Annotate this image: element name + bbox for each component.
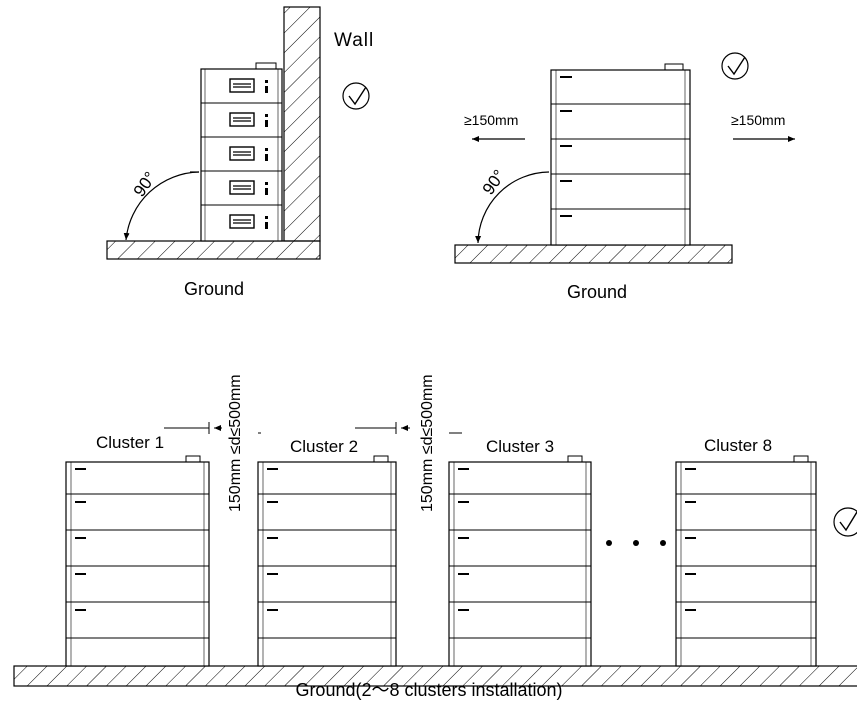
- panel-wall-mounted: Wall Ground: [106, 6, 374, 299]
- ground-label: Ground(2～8 clusters installation): [295, 680, 562, 700]
- ground-slab: [106, 240, 321, 260]
- panel-clusters: Ground(2～8 clusters installation) Cluste…: [13, 374, 857, 700]
- wall-label: Wall: [334, 30, 374, 51]
- battery-cluster: [675, 455, 817, 667]
- cluster-label: Cluster 8: [704, 436, 772, 455]
- cluster-label: Cluster 2: [290, 437, 358, 456]
- check-circle-icon: [833, 507, 857, 537]
- battery-cluster: [448, 455, 592, 667]
- check-circle-icon: [721, 52, 749, 80]
- panel-free-standing: Ground ≥150mm ≥150mm 90°: [454, 52, 795, 302]
- battery-cluster: [257, 455, 397, 667]
- ground-label: Ground: [184, 279, 244, 299]
- more-clusters-ellipsis: [606, 540, 666, 546]
- battery-stack: [550, 63, 691, 246]
- ground-label: Ground: [567, 282, 627, 302]
- gap-dimension: [164, 422, 261, 434]
- check-circle-icon: [342, 82, 370, 110]
- battery-cluster: [65, 455, 210, 667]
- cluster-label: Cluster 3: [486, 437, 554, 456]
- gap-dimension: [355, 422, 462, 434]
- cluster-label: Cluster 1: [96, 433, 164, 452]
- right-clearance-label: ≥150mm: [731, 112, 785, 128]
- angle-label: 90°: [130, 168, 160, 200]
- gap-label: 150mm ≤d≤500mm: [227, 374, 244, 512]
- battery-stack: [200, 62, 283, 242]
- angle-label: 90°: [479, 166, 509, 198]
- gap-label: 150mm ≤d≤500mm: [419, 374, 436, 512]
- wall: [283, 6, 321, 242]
- ground-slab: [13, 665, 857, 687]
- left-clearance-label: ≥150mm: [464, 112, 518, 128]
- angle-arc: [475, 171, 550, 244]
- ground-slab: [454, 244, 733, 264]
- angle-arc: [123, 171, 200, 241]
